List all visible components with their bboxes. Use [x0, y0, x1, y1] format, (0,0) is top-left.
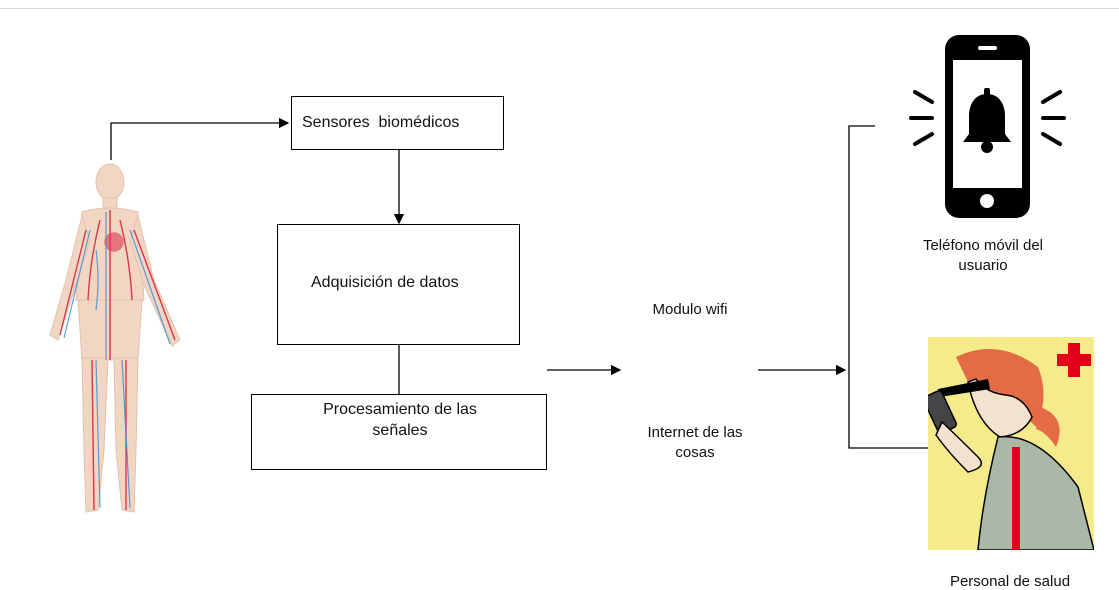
phone-label: Teléfono móvil del usuario — [922, 237, 1044, 274]
processing-label: Procesamiento de las señales — [323, 401, 477, 439]
health-worker-illustration — [928, 337, 1094, 550]
health-staff-label: Personal de salud — [949, 573, 1071, 590]
acquisition-label: Adquisición de datos — [311, 274, 459, 291]
phone-bell-icon — [909, 35, 1066, 218]
human-body-illustration — [49, 163, 181, 513]
processing-box: Procesamiento de las señales — [251, 394, 547, 470]
body-to-sensors-arrow — [110, 117, 290, 160]
iot-label: Internet de las cosas — [647, 424, 743, 461]
top-divider — [0, 8, 1119, 9]
wifi-label: Modulo wifi — [652, 301, 728, 318]
sensors-label: Sensores biomédicos — [302, 114, 460, 131]
split-bracket — [848, 125, 930, 449]
red-cross-icon — [1057, 343, 1091, 377]
acquisition-box: Adquisición de datos — [277, 224, 520, 345]
sensors-box: Sensores biomédicos — [291, 96, 504, 150]
